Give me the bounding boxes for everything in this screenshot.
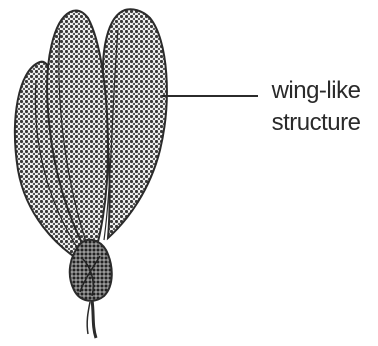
stalk bbox=[87, 302, 90, 334]
wing-like-label-line1: wing-like bbox=[258, 76, 374, 106]
wing-like-label-line2: structure bbox=[258, 108, 374, 138]
stalk bbox=[92, 300, 96, 338]
